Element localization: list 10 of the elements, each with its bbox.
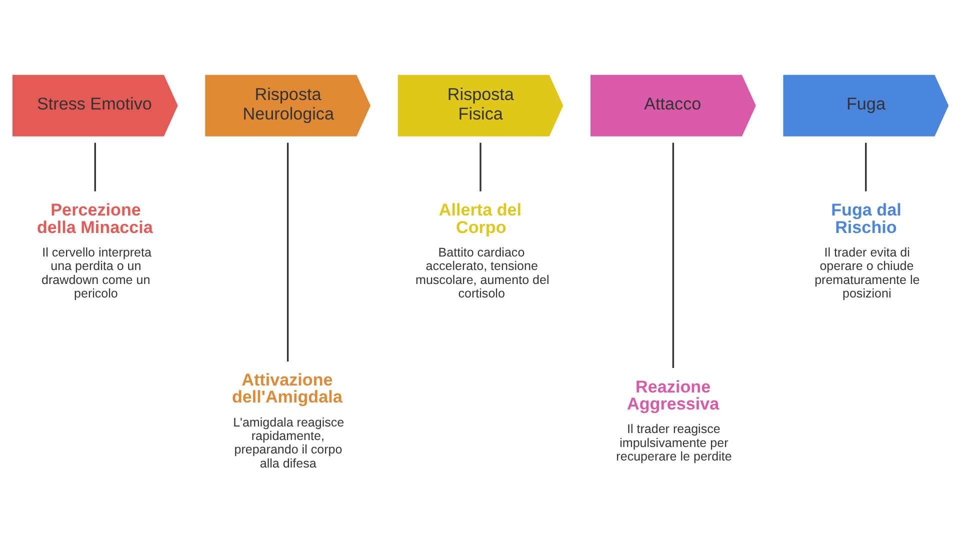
connector — [94, 142, 96, 191]
node-text: Fuga dal Rischio Il trader evita di operare o chiude prematuramente le posizioni — [814, 200, 920, 300]
connector — [672, 142, 674, 368]
node-text: Attivazione dell'Amigdala L'amigdala reagisce rapidamente, preparando il corpo alla difesa — [232, 370, 344, 470]
connector — [286, 142, 289, 361]
connector — [480, 142, 482, 191]
node-text: Allerta del Corpo Battito cardiaco accelerato, tensione muscolare, aumento del cortisolo — [416, 200, 550, 300]
connector — [865, 142, 867, 191]
node-text: Percezione della Minaccia Il cervello interpreta una perdita o un drawdown come un pericolo — [36, 200, 153, 300]
node-text: Reazione Aggressiva Il trader reagisce impulsivamente per recuperare le perdite — [616, 376, 732, 464]
